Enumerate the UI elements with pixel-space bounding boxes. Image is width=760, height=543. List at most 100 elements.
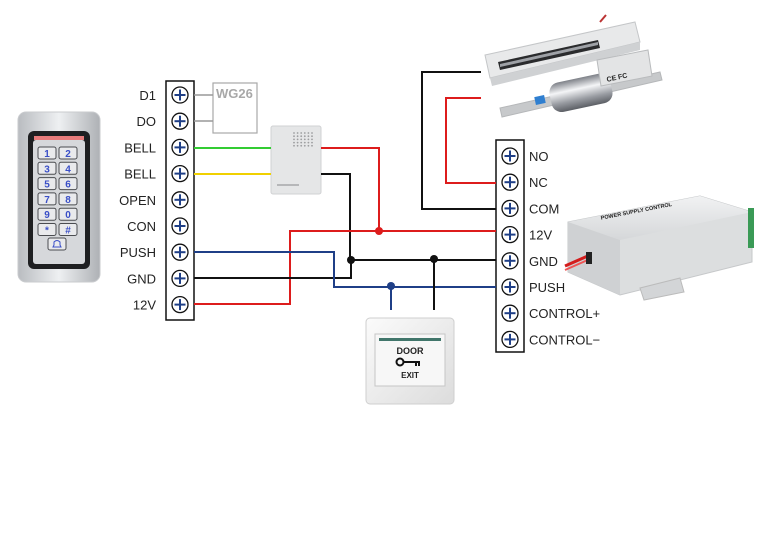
keypad-terminal-do[interactable] [171,112,189,130]
psu-terminal-label: GND [529,254,558,269]
junction-push [387,282,395,290]
wire-keypad-push [194,251,496,288]
psu-terminal-gnd[interactable] [501,252,519,270]
keypad-terminal-12v[interactable] [171,295,189,314]
keypad-key: 9 [37,207,57,221]
psu-terminal-label: COM [529,201,559,216]
keypad-key: 8 [58,192,78,206]
keypad-key: 0 [58,207,78,221]
junction-12v [375,227,383,235]
magnetic-lock [484,14,641,86]
screw-plus-icon [174,115,186,127]
psu-terminal-block: NO NC COM 12V GND PUSH CONTROL+ CONTROL− [495,139,600,353]
keypad-terminal-gnd[interactable] [171,269,189,288]
psu-terminal-control-[interactable] [501,330,519,349]
keypad-key-label: * [45,226,49,237]
keypad-key: 1 [37,146,57,160]
keypad-terminal-label: D1 [139,88,156,103]
psu-terminal-label: 12V [529,228,552,243]
exit-button-line1: DOOR [397,346,425,356]
exit-button-device: DOOR EXIT [365,317,455,405]
keypad-key: 2 [58,146,78,160]
psu-terminal-label: NC [529,175,548,190]
wiegand-box: WG26 [194,82,258,134]
keypad-key: 7 [37,192,57,206]
keypad-key-label: 5 [44,180,50,191]
keypad-terminal-label: BELL [124,140,156,155]
keypad-key-label: 1 [44,149,50,160]
wire-lock-nc [445,97,496,184]
psu-terminal-label: PUSH [529,280,565,295]
psu-terminal-control-[interactable] [501,304,519,322]
wire-keypad-12v [194,230,496,305]
screw-plus-icon [174,194,186,206]
lock-cert-marks: CE FC [606,73,628,84]
screw-plus-icon [504,281,516,293]
keypad-terminal-open[interactable] [171,191,189,209]
doorbell-device [270,125,322,195]
screw-plus-icon [174,299,186,311]
junction-gnd-2 [430,255,438,263]
psu-terminal-com[interactable] [501,199,519,218]
keypad-key-label: 0 [65,210,71,221]
screw-plus-icon [504,176,516,188]
screw-plus-icon [504,255,516,267]
keypad-terminal-label: PUSH [120,245,156,260]
psu-terminal-label: CONTROL+ [529,306,600,321]
wire-doorbell-gnd [321,173,351,260]
power-supply-device: POWER SUPPLY CONTROL [564,195,754,301]
electric-bolt-lock: CE FC [499,49,663,118]
psu-terminal-label: CONTROL− [529,332,600,347]
keypad-key-label: 9 [44,210,50,221]
screw-plus-icon [504,307,516,319]
wire-doorbell-12v [321,147,380,230]
keypad-key-label: 7 [44,195,50,206]
keypad-key: 6 [58,177,78,191]
screw-plus-icon [504,150,516,162]
keypad-key-label: 6 [65,180,71,191]
keypad-key [47,237,67,251]
screw-plus-icon [174,272,186,284]
keypad-terminal-label: 12V [133,298,156,313]
psu-terminal-label: NO [529,149,549,164]
keypad-terminal-label: BELL [124,167,156,182]
psu-terminal-no[interactable] [501,147,519,165]
screw-plus-icon [504,229,516,241]
keypad-key-label: 8 [65,195,71,206]
junction-gnd-1 [347,256,355,264]
screw-plus-icon [174,141,186,153]
keypad-key: 4 [58,161,78,175]
key-icon [395,357,420,367]
wire-keypad-gnd [194,259,496,279]
keypad-key: 3 [37,161,57,175]
keypad-terminal-bell[interactable] [171,138,189,157]
psu-terminal-push[interactable] [501,278,519,296]
keypad-key: # [58,223,78,237]
wiegand-label: WG26 [216,86,253,101]
keypad-device: 1 2 3 4 5 6 7 8 9 0 * # [17,111,101,283]
speaker-grill [293,132,313,147]
keypad-terminal-label: OPEN [119,193,156,208]
keypad-terminal-label: DO [137,114,157,129]
keypad-key-label: 4 [65,164,71,175]
psu-terminal-nc[interactable] [501,173,519,191]
keypad-key-label: 3 [44,164,50,175]
keypad-terminal-con[interactable] [171,217,189,235]
keypad-key: 5 [37,177,57,191]
keypad-key-label: 2 [65,149,71,160]
keypad-terminal-push[interactable] [171,243,189,261]
screw-plus-icon [174,246,186,258]
screw-plus-icon [174,168,186,180]
screw-plus-icon [174,220,186,232]
screw-plus-icon [174,89,186,101]
keypad-terminal-d1[interactable] [171,86,189,104]
screw-plus-icon [504,333,516,345]
keypad-key-label: # [65,226,71,237]
wire-lock-com [421,71,496,210]
keypad-key: * [37,223,57,237]
keypad-terminal-label: GND [127,271,156,286]
psu-terminal-12v[interactable] [501,225,519,244]
keypad-terminal-bell[interactable] [171,164,189,183]
screw-plus-icon [504,202,516,214]
